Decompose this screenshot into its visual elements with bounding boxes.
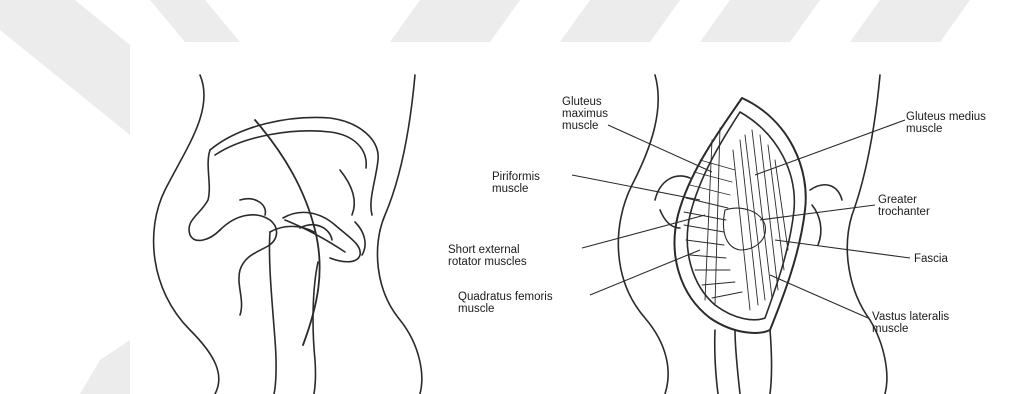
label-gluteus-medius: Gluteus medius muscle bbox=[906, 111, 989, 135]
label-quadratus-femoris: Quadratus femoris muscle bbox=[458, 291, 556, 315]
label-gluteus-maximus: Gluteus maximus muscle bbox=[562, 96, 611, 132]
label-greater-trochanter: Greater trochanter bbox=[878, 194, 930, 218]
label-vastus-lateralis: Vastus lateralis muscle bbox=[872, 311, 952, 335]
label-fascia: Fascia bbox=[914, 253, 948, 265]
label-short-external-rotator: Short external rotator muscles bbox=[448, 244, 527, 268]
label-piriformis: Piriformis muscle bbox=[492, 171, 543, 195]
